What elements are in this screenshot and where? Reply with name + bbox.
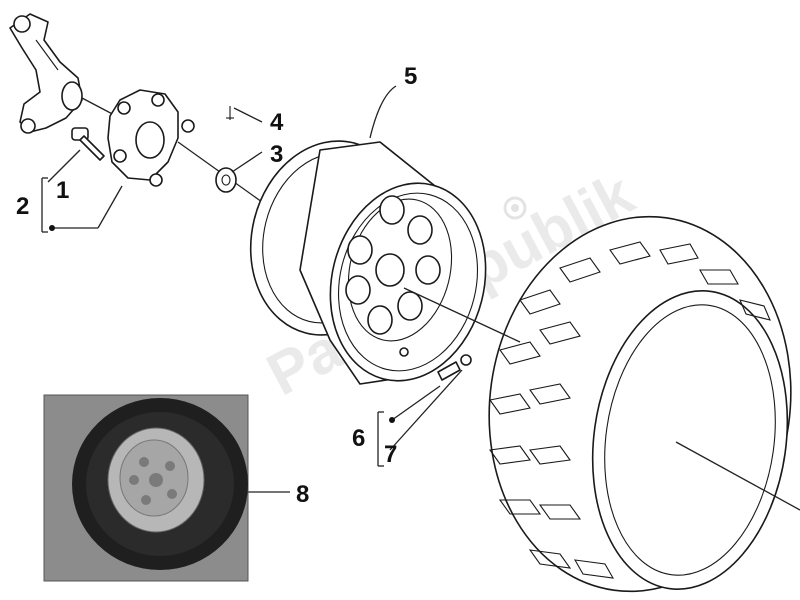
callout-6: 6 [352,425,365,452]
axle-nut [215,167,237,193]
hub-bolt [71,127,105,161]
wheel-rim [249,140,487,385]
cotter-pin [226,106,234,120]
tire [488,215,792,593]
callout-8: 8 [296,481,309,508]
watermark-gear-icon [503,196,527,220]
callout-3: 3 [270,141,283,168]
wheel-hub [107,89,195,187]
callout-4: 4 [270,109,284,136]
callout-1: 1 [56,177,69,204]
wheel-photo-inset [43,394,249,582]
callout-7: 7 [384,441,397,468]
leader-lines [41,85,800,511]
steering-knuckle [9,13,83,134]
valve-stem [437,354,472,381]
callout-2: 2 [16,193,29,220]
callout-5: 5 [404,63,417,90]
